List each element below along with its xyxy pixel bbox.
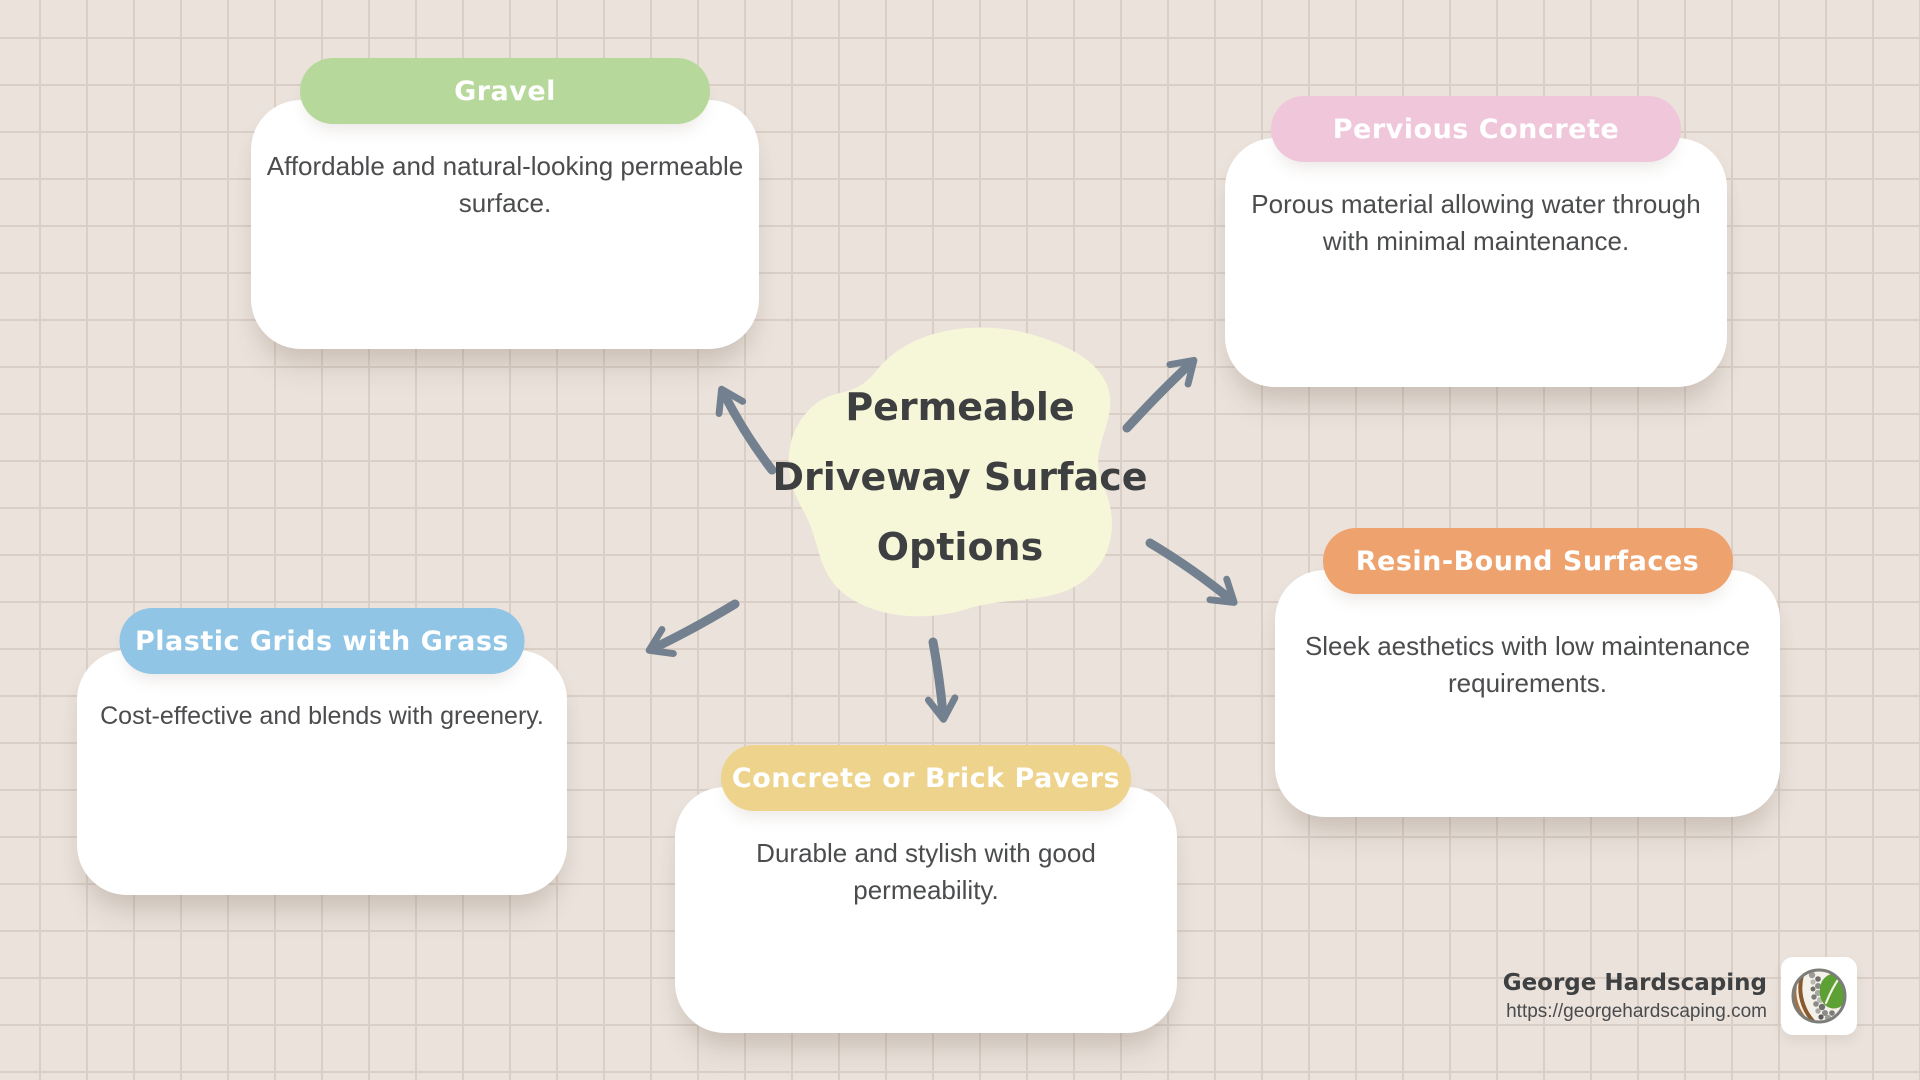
node-title: Concrete or Brick Pavers bbox=[731, 762, 1121, 794]
node-description: Affordable and natural-looking permeable… bbox=[251, 148, 759, 222]
brand-url[interactable]: https://georgehardscaping.com bbox=[1506, 1001, 1767, 1022]
node-title: Pervious Concrete bbox=[1332, 113, 1620, 145]
description-line: Cost-effective and blends with greenery. bbox=[100, 702, 544, 730]
node-description: Cost-effective and blends with greenery. bbox=[77, 698, 567, 735]
description-line: Porous material allowing water through bbox=[1251, 189, 1701, 219]
node-header-concrete-or-brick-pavers: Concrete or Brick Pavers bbox=[721, 745, 1131, 811]
description-line: permeability. bbox=[853, 875, 999, 905]
description-line: requirements. bbox=[1448, 668, 1607, 698]
node-title: Gravel bbox=[454, 75, 556, 107]
description-line: with minimal maintenance. bbox=[1322, 226, 1630, 256]
brand-logo bbox=[1781, 957, 1857, 1035]
blob-path bbox=[788, 327, 1112, 617]
footer-attribution: George Hardscaping https://georgehardsca… bbox=[1503, 957, 1857, 1035]
node-header-gravel: Gravel bbox=[300, 58, 710, 124]
central-topic-blob bbox=[752, 308, 1162, 648]
arrow-to-concrete-or-brick-pavers bbox=[924, 637, 959, 723]
description-line: Durable and stylish with good bbox=[756, 838, 1096, 868]
hardscape-leaf-gravel-logo-icon bbox=[1791, 968, 1847, 1024]
node-header-pervious-concrete: Pervious Concrete bbox=[1271, 96, 1681, 162]
central-topic-title: Permeable Driveway Surface Options bbox=[760, 372, 1160, 582]
node-description: Porous material allowing water through w… bbox=[1225, 186, 1727, 260]
node-gravel: Gravel Affordable and natural-looking pe… bbox=[251, 58, 759, 349]
arrow-to-plastic-grids-with-grass bbox=[645, 599, 740, 657]
node-card bbox=[1275, 570, 1780, 817]
node-resin-bound-surfaces: Resin-Bound Surfaces Sleek aesthetics wi… bbox=[1275, 528, 1780, 817]
node-description: Sleek aesthetics with low maintenance re… bbox=[1275, 628, 1780, 702]
node-card bbox=[251, 100, 759, 349]
node-pervious-concrete: Pervious Concrete Porous material allowi… bbox=[1225, 96, 1727, 387]
node-card bbox=[77, 650, 567, 895]
node-card bbox=[675, 787, 1177, 1033]
node-title: Plastic Grids with Grass bbox=[135, 625, 509, 657]
node-title: Resin-Bound Surfaces bbox=[1355, 545, 1700, 577]
central-title-line: Options bbox=[876, 525, 1044, 569]
node-plastic-grids-with-grass: Plastic Grids with Grass Cost-effective … bbox=[77, 608, 567, 895]
node-description: Durable and stylish with good permeabili… bbox=[675, 835, 1177, 909]
central-title-line: Permeable bbox=[845, 385, 1075, 429]
node-header-plastic-grids-with-grass: Plastic Grids with Grass bbox=[119, 608, 525, 674]
node-header-resin-bound-surfaces: Resin-Bound Surfaces bbox=[1322, 528, 1733, 594]
description-line: Sleek aesthetics with low maintenance bbox=[1304, 631, 1751, 661]
description-line: surface. bbox=[458, 188, 552, 218]
central-title-line: Driveway Surface bbox=[772, 455, 1148, 499]
node-card bbox=[1225, 138, 1727, 387]
footer-text: George Hardscaping https://georgehardsca… bbox=[1503, 967, 1767, 1025]
blob-shape-icon bbox=[788, 327, 1112, 617]
description-line: Affordable and natural-looking permeable bbox=[266, 151, 744, 181]
brand-name: George Hardscaping bbox=[1502, 970, 1767, 996]
node-concrete-or-brick-pavers: Concrete or Brick Pavers Durable and sty… bbox=[675, 745, 1177, 1033]
arrow-to-resin-bound-surfaces bbox=[1145, 538, 1238, 606]
